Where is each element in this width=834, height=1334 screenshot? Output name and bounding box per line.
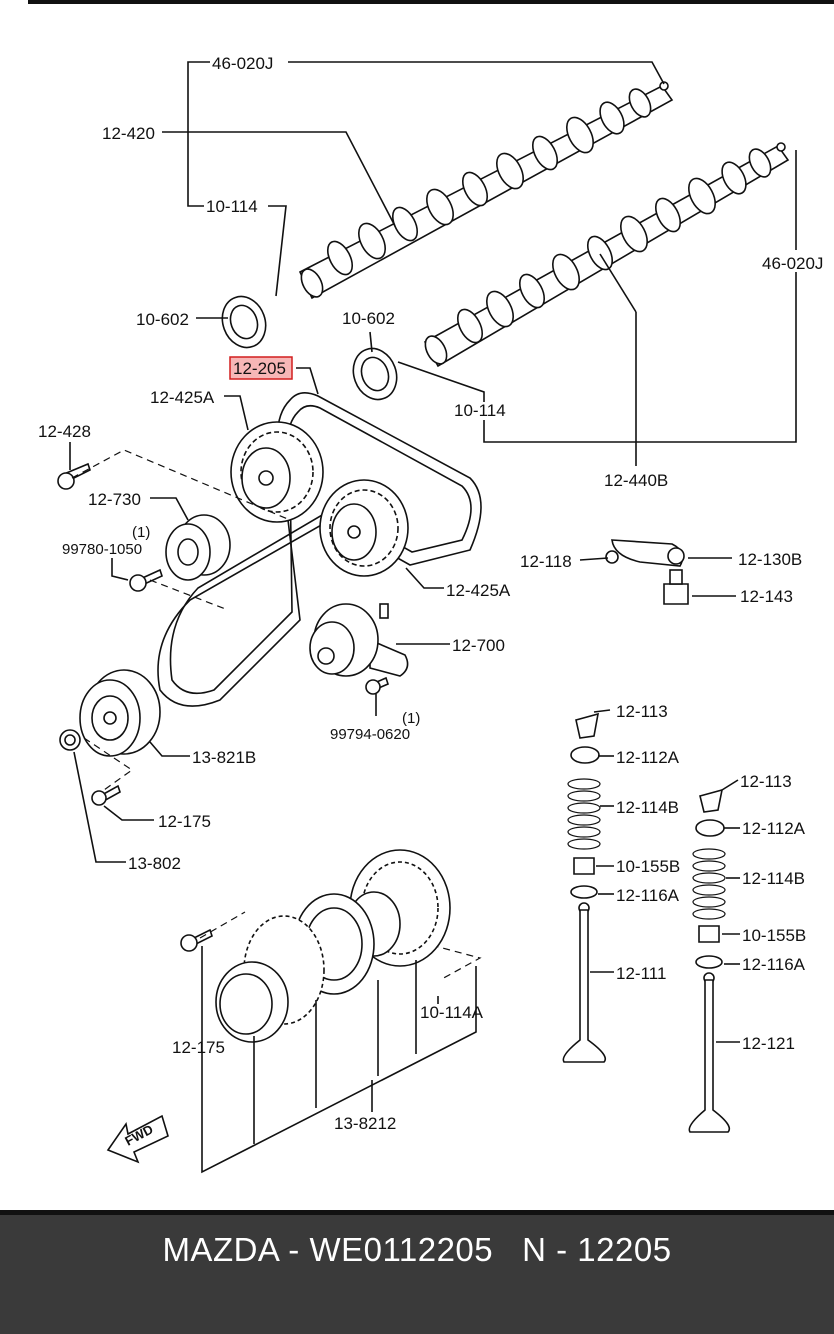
label-12-112a-right[interactable]: 12-112A	[742, 819, 806, 838]
crank-pulley	[79, 669, 161, 757]
oil-seal-right	[352, 347, 398, 401]
label-12-114b-right[interactable]: 12-114B	[742, 869, 805, 888]
oil-seal-left	[221, 295, 267, 349]
valve-assembly-right	[688, 788, 731, 1133]
bolt-99794-0620	[365, 676, 389, 695]
part-labels: 46-020J 12-420 10-114 10-602 10-602 12-2…	[38, 54, 823, 1133]
label-12-420[interactable]: 12-420	[102, 124, 155, 143]
fwd-arrow-icon: FWD	[106, 1114, 169, 1164]
label-13-802[interactable]: 13-802	[128, 854, 181, 873]
label-12-175-mid[interactable]: 12-175	[158, 812, 211, 831]
label-12-114b-left[interactable]: 12-114B	[616, 798, 679, 817]
label-12-112a-left[interactable]: 12-112A	[616, 748, 680, 767]
label-13-8212[interactable]: 13-8212	[334, 1114, 396, 1133]
label-46-020j-top[interactable]: 46-020J	[212, 54, 273, 73]
dashed-guides	[71, 449, 482, 981]
label-12-428[interactable]: 12-428	[38, 422, 91, 441]
label-12-113-right[interactable]: 12-113	[740, 772, 792, 791]
valve-assembly-left	[562, 712, 607, 1063]
bolt-12-175-bottom	[180, 928, 213, 952]
bolt-12-175-mid	[91, 784, 121, 806]
camshaft-exhaust	[423, 142, 790, 368]
idler-pulley	[165, 514, 231, 581]
cam-pulley-left	[230, 421, 324, 523]
label-12-116a-right[interactable]: 12-116A	[742, 955, 806, 974]
label-99794-qty: (1)	[402, 710, 420, 727]
leader-lines	[69, 61, 797, 1174]
label-12-700[interactable]: 12-700	[452, 636, 505, 655]
label-10-155b-left[interactable]: 10-155B	[616, 857, 680, 876]
highlight-box	[229, 356, 293, 380]
label-10-602-right[interactable]: 10-602	[342, 309, 395, 328]
bolts	[57, 462, 389, 952]
label-99780-qty: (1)	[132, 524, 150, 541]
footer-bar: MAZDA - WE0112205 N - 12205	[0, 1210, 834, 1334]
label-12-730[interactable]: 12-730	[88, 490, 141, 509]
label-10-114-right[interactable]: 10-114	[454, 401, 506, 420]
label-12-111[interactable]: 12-111	[616, 964, 666, 983]
label-12-116a-left[interactable]: 12-116A	[616, 886, 680, 905]
label-12-130b[interactable]: 12-130B	[738, 550, 802, 569]
label-12-121[interactable]: 12-121	[742, 1034, 795, 1053]
cam-pulley-right	[319, 479, 409, 577]
bolt-13-802	[59, 729, 81, 751]
label-46-020j-right[interactable]: 46-020J	[762, 254, 823, 273]
label-12-175-bottom[interactable]: 12-175	[172, 1038, 225, 1057]
label-99780-1050[interactable]: 99780-1050	[62, 541, 142, 558]
label-12-205[interactable]: 12-205	[233, 359, 286, 378]
parts-diagram: FWD	[28, 0, 834, 1174]
label-10-114-top[interactable]: 10-114	[206, 197, 258, 216]
tensioner	[309, 603, 409, 677]
label-99794-0620[interactable]: 99794-0620	[330, 726, 410, 743]
label-10-155b-right[interactable]: 10-155B	[742, 926, 806, 945]
bolt-99780-1050	[129, 568, 163, 592]
label-10-114a[interactable]: 10-114A	[420, 1003, 484, 1022]
label-12-118[interactable]: 12-118	[520, 552, 572, 571]
label-12-143[interactable]: 12-143	[740, 587, 793, 606]
camshaft-intake	[298, 81, 674, 300]
label-10-602-left[interactable]: 10-602	[136, 310, 189, 329]
crank-sprocket-set	[215, 849, 451, 1043]
part-number-caption: MAZDA - WE0112205 N - 12205	[162, 1231, 672, 1268]
label-13-821b[interactable]: 13-821B	[192, 748, 256, 767]
bolt-12-428	[57, 462, 91, 490]
label-12-425a-right[interactable]: 12-425A	[446, 581, 511, 600]
label-12-440b[interactable]: 12-440B	[604, 471, 668, 490]
rocker-arm	[605, 539, 689, 605]
label-12-113-left[interactable]: 12-113	[616, 702, 668, 721]
label-12-425a-left[interactable]: 12-425A	[150, 388, 215, 407]
